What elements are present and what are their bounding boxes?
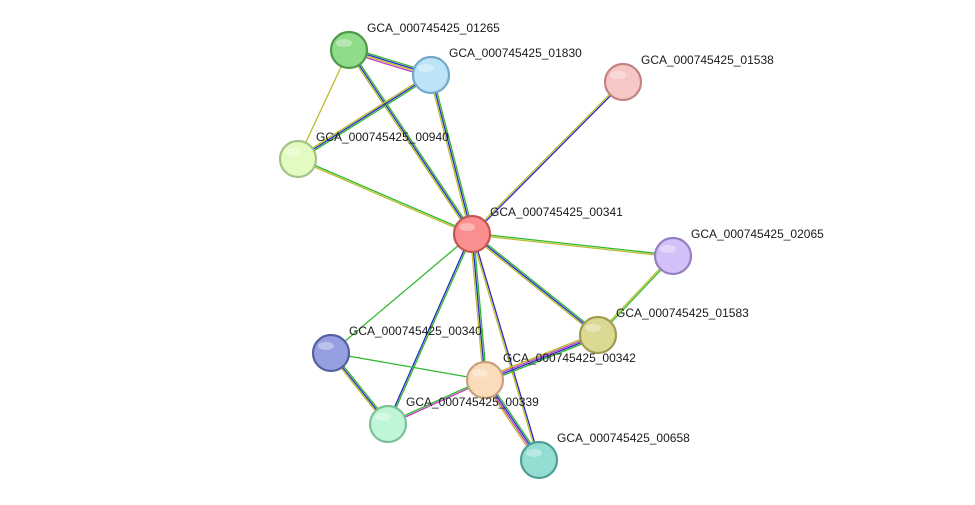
edge-evidence-line <box>470 234 598 337</box>
node-circle[interactable] <box>368 404 408 444</box>
edge-evidence-line <box>472 232 674 256</box>
edge-n00341-n02065[interactable] <box>471 232 674 258</box>
edge-n00940-n00341[interactable] <box>297 157 473 236</box>
node-n01538[interactable]: GCA_000745425_01538 <box>603 53 774 102</box>
edge-n00341-n00339[interactable] <box>386 233 474 425</box>
edge-evidence-line <box>472 82 625 236</box>
edge-evidence-line <box>485 336 600 383</box>
edge-evidence-line <box>472 233 488 380</box>
edge-n01583-n00342[interactable] <box>483 332 600 383</box>
node-highlight <box>318 342 334 350</box>
edge-evidence-line <box>330 352 486 381</box>
edge-n01265-n00341[interactable] <box>347 48 474 236</box>
edge-evidence-line <box>298 157 473 234</box>
network-nodes: GCA_000745425_00341 GCA_000745425_01265GC… <box>278 21 824 480</box>
node-circle[interactable] <box>411 55 451 95</box>
node-highlight <box>585 324 601 332</box>
node-highlight <box>610 71 626 79</box>
node-circle[interactable] <box>452 214 492 254</box>
node-label: GCA_000745425_00658 <box>557 431 690 445</box>
edge-evidence-line <box>428 75 472 235</box>
edge-evidence-line <box>298 75 433 161</box>
node-circle[interactable] <box>329 30 369 70</box>
edge-evidence-line <box>388 234 474 425</box>
node-n00341[interactable]: GCA_000745425_00341 <box>452 205 623 254</box>
edge-evidence-line <box>470 80 623 234</box>
edge-evidence-line <box>485 335 599 382</box>
edge-evidence-line <box>430 74 473 235</box>
node-circle[interactable] <box>519 440 559 480</box>
node-label: GCA_000745425_02065 <box>691 227 824 241</box>
node-circle[interactable] <box>311 333 351 373</box>
edge-evidence-line <box>349 48 474 234</box>
edge-evidence-line <box>471 233 486 381</box>
node-label: GCA_000745425_00339 <box>406 395 539 409</box>
edge-n00341-n00340[interactable] <box>330 233 473 354</box>
node-highlight <box>285 148 301 156</box>
edge-evidence-line <box>484 333 598 380</box>
node-label: GCA_000745425_01830 <box>449 46 582 60</box>
edge-n01265-n00940[interactable] <box>297 49 350 160</box>
node-n00658[interactable]: GCA_000745425_00658 <box>519 431 690 480</box>
edge-evidence-line <box>330 233 473 354</box>
edge-evidence-line <box>347 50 472 236</box>
edge-evidence-line <box>472 232 600 335</box>
network-edges <box>296 47 675 462</box>
node-circle[interactable] <box>653 236 693 276</box>
edge-n01538-n00341[interactable] <box>470 80 625 236</box>
node-n02065[interactable]: GCA_000745425_02065 <box>653 227 824 276</box>
node-n00339[interactable]: GCA_000745425_00339 <box>368 395 539 444</box>
node-highlight <box>418 64 434 72</box>
node-label: GCA_000745425_00342 <box>503 351 636 365</box>
edge-evidence-line <box>386 233 472 424</box>
node-highlight <box>375 413 391 421</box>
edge-evidence-line <box>297 159 472 236</box>
node-highlight <box>336 39 352 47</box>
node-n00940[interactable]: GCA_000745425_00940 <box>278 130 449 179</box>
node-highlight <box>472 369 488 377</box>
edge-n01830-n00940[interactable] <box>296 73 433 161</box>
edge-evidence-line <box>472 233 541 460</box>
node-circle[interactable] <box>603 62 643 102</box>
edge-evidence-line <box>297 74 432 160</box>
edge-n00340-n00342[interactable] <box>330 352 486 381</box>
node-n01265[interactable]: GCA_000745425_01265 <box>329 21 500 70</box>
node-label: GCA_000745425_01265 <box>367 21 500 35</box>
node-highlight <box>660 245 676 253</box>
node-circle[interactable] <box>578 315 618 355</box>
edge-evidence-line <box>471 233 599 336</box>
node-label: GCA_000745425_01538 <box>641 53 774 67</box>
edge-evidence-line <box>469 234 485 381</box>
edge-n00341-n01583[interactable] <box>470 232 600 337</box>
node-n00340[interactable]: GCA_000745425_00340 <box>311 324 482 373</box>
edge-evidence-line <box>348 49 473 235</box>
node-label: GCA_000745425_00340 <box>349 324 482 338</box>
edge-evidence-line <box>471 234 673 258</box>
edge-n00341-n00342[interactable] <box>469 233 488 381</box>
edge-evidence-line <box>297 49 350 160</box>
node-label: GCA_000745425_00341 <box>490 205 623 219</box>
node-highlight <box>459 223 475 231</box>
node-label: GCA_000745425_01583 <box>616 306 749 320</box>
edge-n01830-n00341[interactable] <box>428 74 475 235</box>
node-n00342[interactable]: GCA_000745425_00342 <box>465 351 636 400</box>
node-n01830[interactable]: GCA_000745425_01830 <box>411 46 582 95</box>
edge-evidence-line <box>470 234 539 461</box>
edge-n00341-n00658[interactable] <box>470 233 541 461</box>
node-highlight <box>526 449 542 457</box>
edge-evidence-line <box>431 74 475 234</box>
node-label: GCA_000745425_00940 <box>316 130 449 144</box>
node-n01583[interactable]: GCA_000745425_01583 <box>578 306 749 355</box>
node-circle[interactable] <box>278 139 318 179</box>
edge-evidence-line <box>296 73 431 159</box>
edge-evidence-line <box>483 332 598 379</box>
node-circle[interactable] <box>465 360 505 400</box>
